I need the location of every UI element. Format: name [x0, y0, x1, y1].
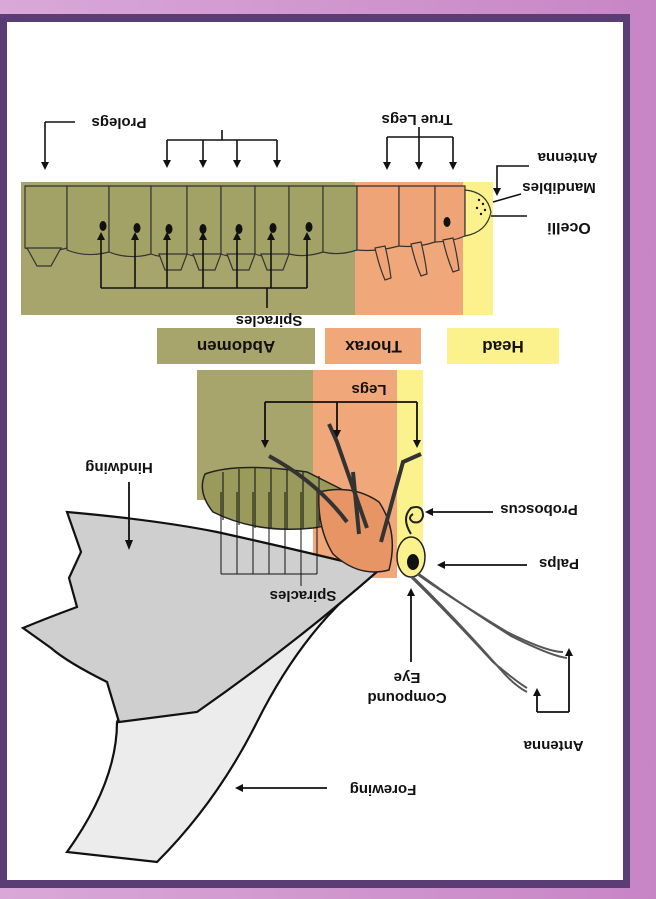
region-legend: Abdomen Thorax Head [157, 328, 559, 364]
moth-label-hindwing: Hindwing [85, 459, 153, 476]
caterpillar-label-prolegs: Prolegs [91, 114, 146, 131]
moth-label-antenna: Antenna [523, 737, 584, 754]
moth-label-proboscus: Proboscus [500, 501, 578, 518]
insect-anatomy-diagram: Spiracles Prolegs True Legs Antenna Mand… [7, 22, 623, 880]
caterpillar-label-spiracles: Spiracles [236, 312, 303, 329]
caterpillar-label-true-legs: True Legs [382, 111, 453, 128]
legend-label-head: Head [482, 337, 524, 356]
moth-label-compound-eye-line1: Compound [367, 689, 446, 706]
caterpillar-label-mandibles: Mandibles [522, 179, 595, 196]
legend-label-thorax: Thorax [345, 337, 402, 356]
diagram-border: Spiracles Prolegs True Legs Antenna Mand… [0, 14, 630, 888]
moth-antennae [411, 574, 567, 692]
moth-compound-eye [407, 554, 419, 570]
diagram-card: Spiracles Prolegs True Legs Antenna Mand… [7, 22, 623, 880]
moth-label-spiracles: Spiracles [270, 587, 337, 604]
moth-label-legs: Legs [351, 381, 386, 398]
caterpillar-label-antenna: Antenna [537, 149, 598, 166]
moth-figure: Legs Hindwing Proboscus Palps Spiracles … [23, 370, 584, 862]
moth-label-compound-eye-line2: Eye [394, 669, 421, 686]
caterpillar-label-ocelli: Ocelli [547, 219, 591, 236]
caterpillar-figure: Spiracles Prolegs True Legs Antenna Mand… [21, 111, 598, 329]
legend-label-abdomen: Abdomen [197, 337, 275, 356]
moth-label-forewing: Forewing [350, 781, 417, 798]
moth-label-palps: Palps [539, 555, 579, 572]
